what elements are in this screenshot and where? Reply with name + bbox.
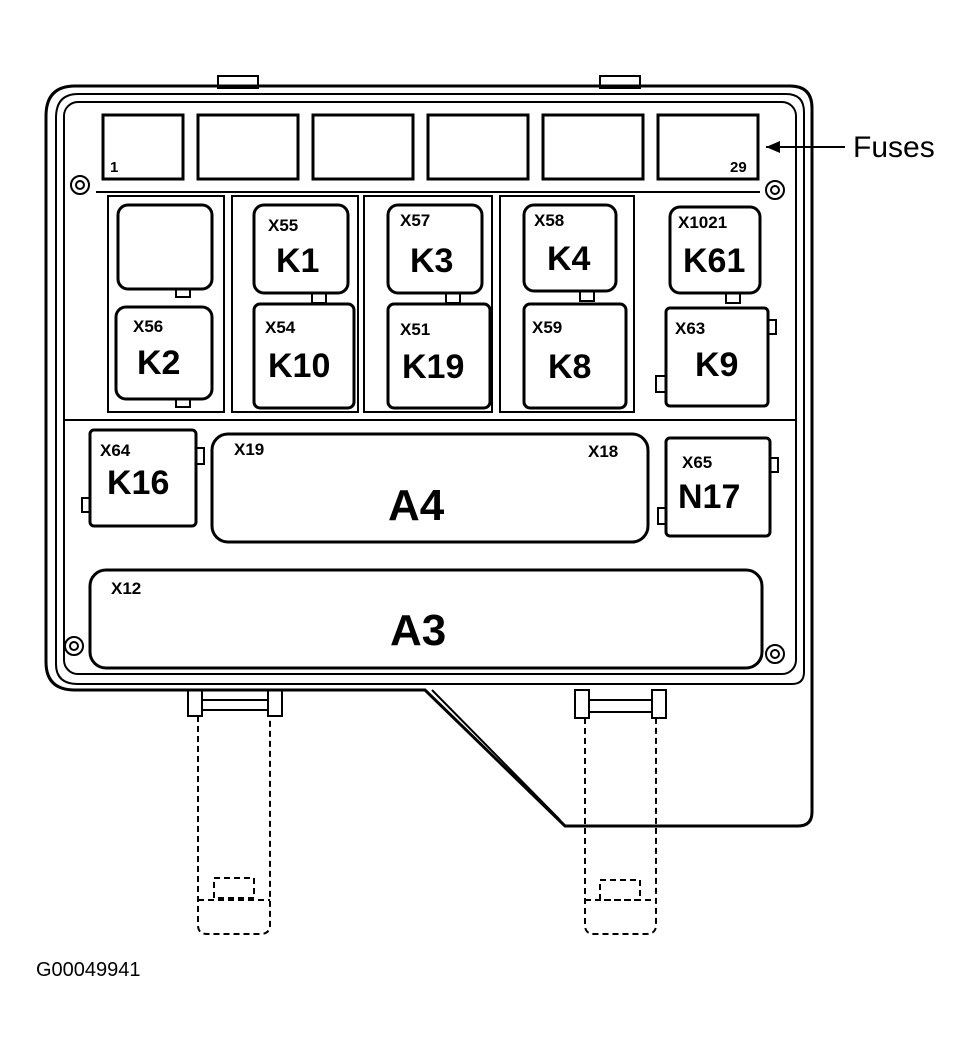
fuses-label: Fuses — [853, 131, 935, 164]
relay-k19-name: K19 — [402, 348, 464, 386]
top-clip-left — [217, 75, 259, 89]
relay-k1-connector: X55 — [268, 216, 298, 235]
module-a4-connector-left: X19 — [234, 440, 264, 459]
fuse-first-number: 1 — [110, 159, 118, 176]
relay-k4: X58 K4 — [522, 203, 618, 302]
relay-k4-connector: X58 — [534, 211, 564, 230]
fuse-last-number: 29 — [730, 159, 747, 176]
relay-k9: X63 K9 — [655, 306, 777, 408]
fuses-callout: Fuses — [766, 131, 935, 164]
column-frame-2 — [231, 195, 359, 413]
fuse-row: 1 29 — [101, 113, 760, 181]
housing — [44, 75, 814, 828]
module-a3-connector: X12 — [111, 579, 141, 598]
relay-k8: X59 K8 — [522, 302, 628, 410]
relay-column-frames — [107, 195, 635, 413]
relay-k4-name: K4 — [547, 240, 591, 278]
column-frame-4 — [499, 195, 635, 413]
callout-arrowhead — [766, 141, 780, 153]
inner-shell — [55, 93, 805, 685]
module-a4: X19 X18 A4 — [210, 432, 650, 544]
relay-k8-connector: X59 — [532, 318, 562, 337]
screw-top-right — [765, 180, 785, 200]
outer-shell — [44, 84, 814, 828]
relay-k8-name: K8 — [548, 348, 591, 386]
relay-k16-connector: X64 — [100, 441, 131, 460]
relay-k1-name: K1 — [276, 242, 319, 280]
column-frame-1 — [107, 195, 225, 413]
relay-k2-name: K2 — [137, 344, 180, 382]
relays: X56 K2 X55 K1 X54 K10 X57 K3 X51 K19 — [81, 203, 779, 538]
relay-k3-connector: X57 — [400, 211, 430, 230]
fuse-slot-3 — [311, 113, 415, 181]
screw-bottom-left — [64, 636, 84, 656]
relay-n17-connector: X65 — [682, 453, 712, 472]
housing-rib — [431, 689, 561, 821]
relay-blank — [116, 203, 214, 298]
relay-k61-name: K61 — [683, 242, 745, 280]
relay-k3: X57 K3 — [386, 203, 484, 304]
fuse-slot-1 — [101, 113, 185, 181]
module-a4-name: A4 — [388, 481, 445, 530]
relay-k61: X1021 K61 — [668, 205, 762, 304]
bottom-bracket-right — [574, 689, 667, 935]
relay-k16-name: K16 — [107, 464, 169, 502]
relay-k10: X54 K10 — [252, 302, 356, 410]
fuse-slot-6 — [656, 113, 760, 181]
relay-k61-connector: X1021 — [678, 213, 727, 232]
relay-n17-name: N17 — [678, 478, 740, 516]
relay-k16: X64 K16 — [81, 428, 205, 528]
inner-panel — [63, 101, 797, 675]
relay-k2: X56 K2 — [114, 305, 214, 408]
fuse-slot-2 — [196, 113, 300, 181]
relay-k1: X55 K1 — [252, 203, 350, 304]
bottom-bracket-left — [187, 689, 283, 935]
relay-k10-connector: X54 — [265, 318, 296, 337]
figure-id: G00049941 — [36, 959, 141, 981]
top-clip-right — [599, 75, 641, 89]
screw-top-left — [70, 175, 90, 195]
module-a3: X12 A3 — [88, 568, 764, 670]
module-a4-connector-right: X18 — [588, 442, 618, 461]
column-frame-3 — [363, 195, 493, 413]
relay-k10-name: K10 — [268, 347, 330, 385]
fuse-slot-4 — [426, 113, 530, 181]
fuse-slot-5 — [541, 113, 645, 181]
relay-k2-connector: X56 — [133, 317, 163, 336]
relay-k3-name: K3 — [410, 242, 453, 280]
module-a3-name: A3 — [390, 606, 446, 655]
screw-bottom-right — [765, 644, 785, 664]
relay-k19-connector: X51 — [400, 320, 430, 339]
relay-k19: X51 K19 — [386, 302, 492, 410]
relay-k9-connector: X63 — [675, 319, 705, 338]
relay-n17: X65 N17 — [657, 436, 779, 538]
relay-k9-name: K9 — [695, 346, 738, 384]
